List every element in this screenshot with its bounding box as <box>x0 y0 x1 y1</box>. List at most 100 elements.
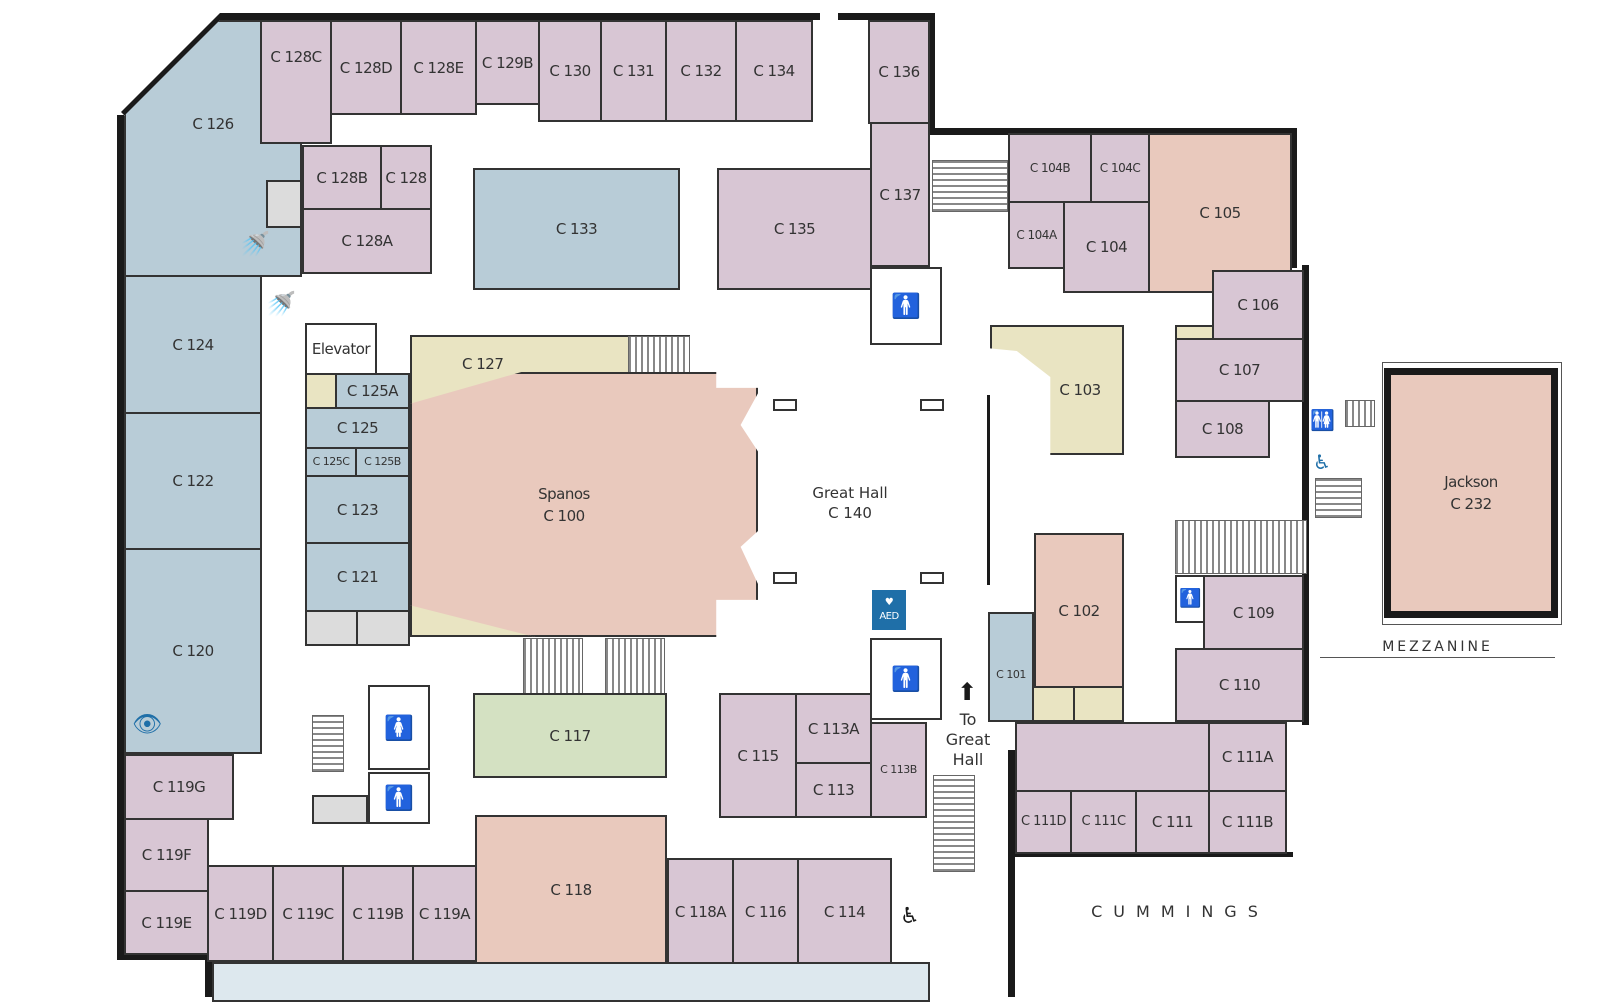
room-c111c[interactable]: C 111C <box>1070 790 1137 854</box>
room-c122[interactable]: C 122 <box>124 412 262 550</box>
restroom[interactable]: 🚹 <box>368 772 430 824</box>
restroom[interactable]: 🚺 <box>368 685 430 770</box>
room-c103[interactable]: C 103 <box>990 325 1124 455</box>
room-c111d[interactable]: C 111D <box>1015 790 1072 854</box>
room-c132[interactable]: C 132 <box>665 20 737 122</box>
room-c107[interactable]: C 107 <box>1175 338 1304 402</box>
restroom-icon: 🚻 <box>1310 408 1335 432</box>
restroom[interactable]: 🚹 <box>870 638 942 720</box>
shower-icon: 🚿 <box>240 230 270 258</box>
column <box>920 572 944 584</box>
room-c101[interactable]: C 101 <box>988 612 1034 722</box>
room-c130[interactable]: C 130 <box>538 20 602 122</box>
room-c128[interactable]: C 128 <box>380 145 432 210</box>
wheelchair-icon: ♿ <box>900 904 920 929</box>
room-c129b[interactable]: C 129B <box>475 20 540 105</box>
room-c119b[interactable]: C 119B <box>342 865 414 962</box>
aed-icon[interactable]: ♥AED <box>872 590 906 630</box>
restroom-icon: 🚺 <box>384 713 414 742</box>
room-c125a[interactable]: C 125A <box>335 373 410 409</box>
room-c113a[interactable]: C 113A <box>795 693 872 764</box>
room-c113b[interactable]: C 113B <box>870 722 927 818</box>
room-c110[interactable]: C 110 <box>1175 648 1304 722</box>
heart-icon: ♥ <box>884 597 894 608</box>
room-c119e[interactable]: C 119E <box>124 890 209 955</box>
room-c136[interactable]: C 136 <box>868 20 930 124</box>
room-c119g[interactable]: C 119G <box>124 754 234 820</box>
room-c102[interactable]: C 102 <box>1034 533 1124 688</box>
room-c111a[interactable]: C 111A <box>1208 722 1287 792</box>
room-c105[interactable]: C 105 <box>1148 133 1292 293</box>
restroom[interactable]: 🚹 <box>870 267 942 345</box>
room-c114[interactable]: C 114 <box>797 858 892 965</box>
room-c104[interactable]: C 104 <box>1063 201 1150 293</box>
room-c118[interactable]: C 118 <box>475 815 667 965</box>
outer-wall <box>117 953 212 960</box>
room-c124[interactable]: C 124 <box>124 275 262 414</box>
stairs <box>932 160 1008 212</box>
room-c125b[interactable]: C 125B <box>355 447 410 477</box>
stairs <box>628 336 690 374</box>
room-c113[interactable]: C 113 <box>795 762 872 818</box>
column <box>773 572 797 584</box>
room-c121[interactable]: C 121 <box>305 542 410 612</box>
room-c115[interactable]: C 115 <box>719 693 797 818</box>
room-c106[interactable]: C 106 <box>1212 270 1304 340</box>
room-c118a[interactable]: C 118A <box>667 858 734 965</box>
corridor-c111 <box>1015 722 1210 792</box>
outer-wall <box>220 13 820 20</box>
room-c123[interactable]: C 123 <box>305 475 410 544</box>
room-c128e[interactable]: C 128E <box>400 20 477 115</box>
lower-corridor <box>212 962 930 1002</box>
room-c125[interactable]: C 125 <box>305 407 410 449</box>
room-c119f[interactable]: C 119F <box>124 818 209 892</box>
room-c104a[interactable]: C 104A <box>1008 201 1065 269</box>
partition <box>987 395 990 585</box>
eye-wash-icon: 👁 <box>132 710 163 738</box>
room-c133[interactable]: C 133 <box>473 168 680 290</box>
restroom-icon: 🚹 <box>891 292 921 320</box>
room-c137[interactable]: C 137 <box>870 122 930 267</box>
room-c117[interactable]: C 117 <box>473 693 667 778</box>
room-c125c[interactable]: C 125C <box>305 447 357 477</box>
room-c119d[interactable]: C 119D <box>207 865 274 962</box>
room-c108[interactable]: C 108 <box>1175 400 1270 458</box>
room-c111[interactable]: C 111 <box>1135 790 1210 854</box>
column <box>920 399 944 411</box>
room-c128c[interactable]: C 128C <box>260 20 332 144</box>
room-c134[interactable]: C 134 <box>735 20 813 122</box>
room-c131[interactable]: C 131 <box>600 20 667 122</box>
room-c104c[interactable]: C 104C <box>1090 133 1150 203</box>
outer-wall <box>1008 750 1015 997</box>
mezzanine-label: MEZZANINE <box>1320 637 1555 658</box>
room-c116[interactable]: C 116 <box>732 858 799 965</box>
wheelchair-icon: ♿ <box>1313 450 1331 474</box>
stairs <box>933 775 975 872</box>
outer-wall <box>1008 852 1293 857</box>
stairs <box>312 715 344 772</box>
stairs <box>605 638 665 695</box>
storage <box>266 180 302 228</box>
arrow-up-icon: ⬆ <box>957 678 978 706</box>
room-c135[interactable]: C 135 <box>717 168 872 290</box>
room-c120[interactable]: C 120 <box>124 548 262 754</box>
room-c119a[interactable]: C 119A <box>412 865 477 962</box>
room-c128d[interactable]: C 128D <box>330 20 402 115</box>
restroom[interactable]: 🚹 <box>1175 575 1205 623</box>
support-space <box>305 373 337 409</box>
stairs <box>1345 400 1375 427</box>
storage <box>356 610 410 646</box>
stairs <box>523 638 583 695</box>
restroom-icon: 🚹 <box>891 665 921 693</box>
elevator[interactable]: Elevator <box>305 323 377 375</box>
to-great-hall-label: To Great Hall <box>945 710 991 769</box>
room-c104b[interactable]: C 104B <box>1008 133 1092 203</box>
room-c119c[interactable]: C 119C <box>272 865 344 962</box>
room-c128a[interactable]: C 128A <box>302 208 432 274</box>
room-c111b[interactable]: C 111B <box>1208 790 1287 854</box>
room-c128b[interactable]: C 128B <box>302 145 382 210</box>
room-c109[interactable]: C 109 <box>1203 575 1304 650</box>
